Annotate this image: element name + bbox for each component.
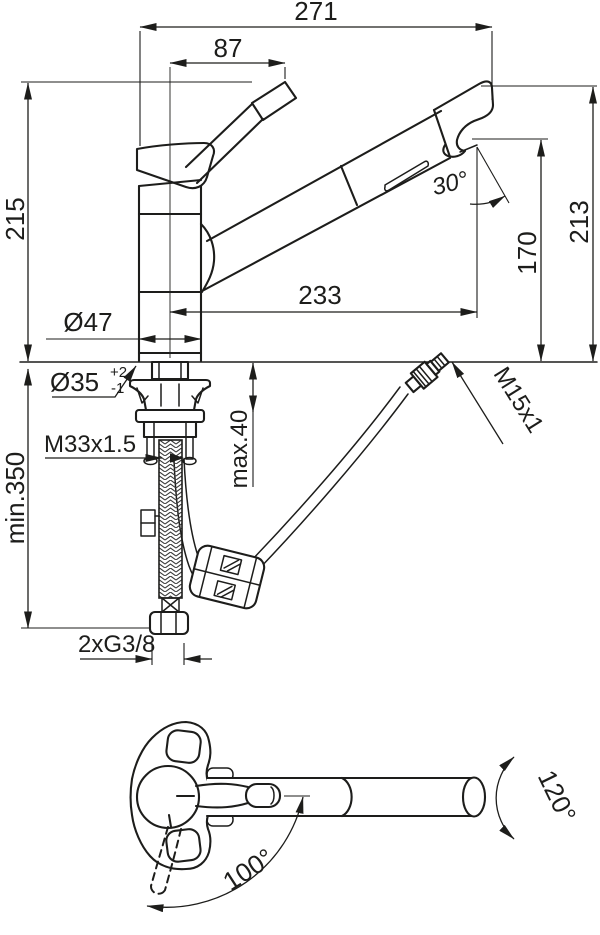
- dim-min-hose: min.350: [0, 368, 149, 629]
- dimension-annotations-front: 271 87 215 213: [0, 0, 597, 665]
- aerator-face: [459, 144, 478, 153]
- spray-head-grip: [384, 160, 429, 192]
- dim-label-spout-angle: 30°: [429, 166, 471, 201]
- mounting-claw-washer: [128, 378, 212, 412]
- arc-120deg: [495, 756, 515, 840]
- mounting-nut: [142, 420, 198, 439]
- spray-head-joint-line: [432, 108, 452, 159]
- dim-max-deck: max.40: [226, 362, 257, 489]
- spout-joint-top: [340, 776, 353, 818]
- dim-label-overall-length: 271: [294, 0, 337, 26]
- dim-label-spout-swivel: 120°: [532, 765, 583, 826]
- dim-label-shank-thread: M33x1.5: [44, 431, 136, 458]
- dim-label-hole-diameter: Ø35: [50, 367, 99, 397]
- supply-connector-nut: [148, 610, 190, 636]
- dim-label-handle-length: 87: [214, 33, 243, 63]
- arc-30deg: [469, 195, 506, 208]
- spray-head: [432, 80, 495, 159]
- hose-weight: [188, 544, 266, 610]
- dim-label-min-hose-length: min.350: [0, 452, 30, 545]
- dim-label-handle-swivel: 100°: [217, 842, 278, 896]
- dim-label-handle-height: 215: [0, 197, 30, 240]
- dim-label-outlet-height: 170: [512, 231, 542, 274]
- dim-supply-connections: 2xG3/8: [78, 631, 212, 665]
- dim-120deg: 120°: [495, 756, 583, 840]
- screw-hole-bottom: [165, 828, 202, 863]
- dim-body-diameter: Ø47: [46, 307, 202, 343]
- dim-hole-diameter: Ø35 +2 -1: [50, 364, 137, 398]
- supply-hose-braided: [140, 439, 190, 636]
- dim-170: 170: [472, 138, 548, 362]
- dim-shank-thread: M33x1.5: [44, 431, 184, 463]
- hose-connector: [404, 352, 450, 394]
- faucet-body-outline: [137, 178, 216, 363]
- dim-label-hole-tol-upper: +2: [110, 364, 127, 381]
- spout-joint-line: [339, 164, 359, 207]
- dim-label-spout-top-height: 213: [564, 200, 594, 243]
- dim-87: 87: [169, 33, 286, 79]
- dim-233: 233: [169, 280, 478, 316]
- dim-label-spray-hose-thread: M15x1: [488, 362, 549, 437]
- dim-label-spout-reach: 233: [298, 280, 341, 310]
- dim-label-supply-connections: 2xG3/8: [78, 631, 155, 658]
- handle-lever-tip: [250, 80, 298, 122]
- screw-hole-top: [165, 729, 202, 764]
- spout-end-cap: [461, 776, 487, 818]
- top-view: 100° 120°: [129, 720, 583, 913]
- dim-213: 213: [481, 85, 597, 362]
- dim-label-body-diameter: Ø47: [63, 307, 112, 337]
- dim-30deg: 30°: [429, 146, 510, 318]
- arc-100deg: [146, 796, 304, 913]
- dim-label-hole-tol-lower: -1: [111, 380, 124, 397]
- dim-215: 215: [0, 81, 252, 362]
- dim-label-max-deck-thickness: max.40: [226, 410, 253, 489]
- mounting-plate: [134, 408, 206, 424]
- handle-lever: [135, 80, 298, 190]
- spout-outline: [202, 109, 452, 292]
- front-view: 271 87 215 213: [0, 0, 598, 665]
- dim-spray-hose-thread: M15x1: [451, 361, 549, 445]
- dim-271: 271: [139, 0, 493, 146]
